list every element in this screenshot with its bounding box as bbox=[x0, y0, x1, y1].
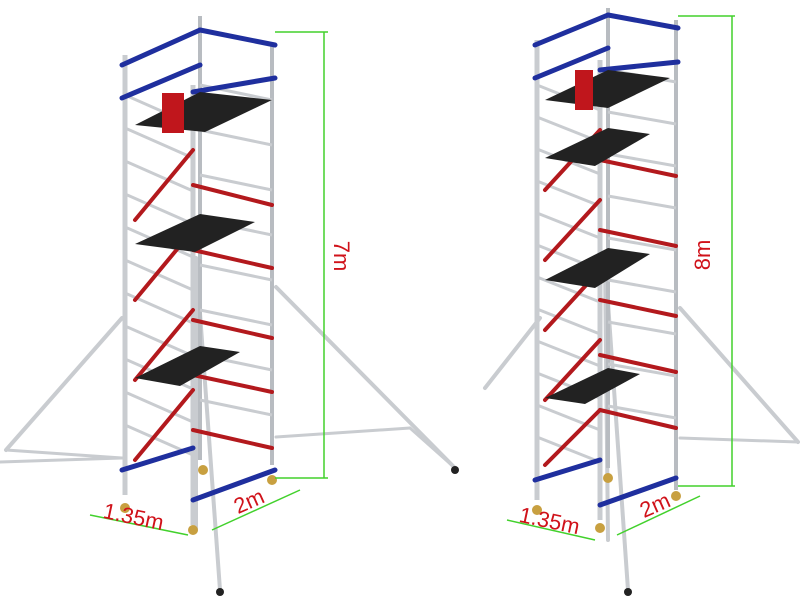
width-label-left: 1.35m bbox=[101, 498, 166, 535]
top-rails-left bbox=[119, 27, 278, 503]
outrigger-foot bbox=[451, 466, 459, 474]
braces-left bbox=[133, 148, 274, 462]
outriggers-left bbox=[0, 256, 457, 592]
dimensions-right bbox=[506, 15, 735, 541]
castors-left bbox=[120, 465, 277, 535]
length-label-left: 2m bbox=[230, 484, 268, 519]
tower-left bbox=[0, 16, 459, 596]
rungs-left bbox=[124, 83, 273, 457]
tower-right bbox=[483, 8, 800, 596]
outrigger-foot bbox=[216, 588, 224, 596]
width-label-right: 1.35m bbox=[517, 502, 582, 539]
height-label-left: 7m bbox=[329, 241, 354, 272]
toeboard bbox=[162, 93, 184, 133]
toeboard bbox=[575, 70, 593, 110]
castors-right bbox=[532, 473, 681, 533]
outrigger-foot bbox=[624, 588, 632, 596]
dimensions-left bbox=[89, 31, 328, 536]
height-label-right: 8m bbox=[690, 240, 715, 271]
top-rails-right bbox=[532, 12, 681, 508]
